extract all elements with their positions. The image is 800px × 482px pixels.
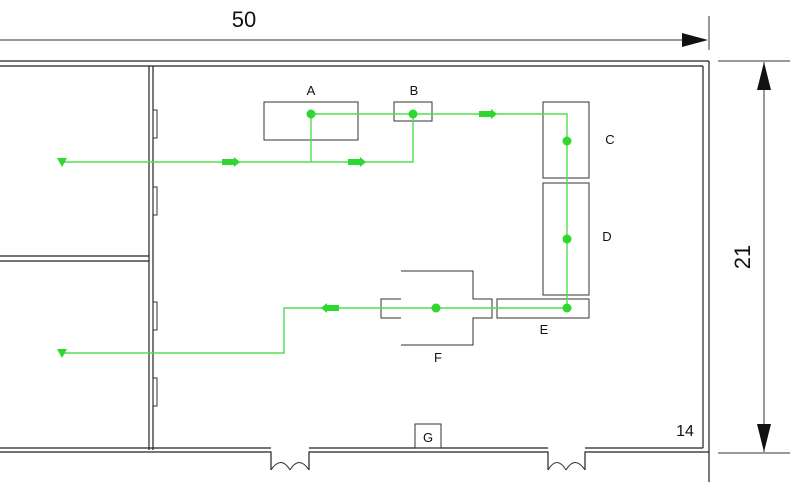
door-swing-left-b [289, 462, 310, 471]
station-f[interactable]: F [380, 270, 493, 365]
flow-arrow-3 [479, 109, 497, 119]
flow-end-marker [57, 349, 67, 358]
flow-arrow-1 [222, 157, 240, 167]
height-arrowhead-bottom [757, 424, 771, 452]
door-swing-left-a [270, 462, 291, 471]
station-f-label: F [434, 350, 442, 365]
station-a-label: A [307, 83, 316, 98]
room-number: 14 [676, 423, 694, 440]
flow-node-f [431, 303, 441, 313]
station-c-label: C [605, 132, 614, 147]
width-arrowhead [682, 33, 708, 47]
building-walls [0, 60, 710, 482]
material-flow [57, 109, 572, 358]
station-e[interactable]: E [496, 298, 590, 337]
height-dimension: 21 [718, 60, 790, 454]
flow-node-c [562, 136, 572, 146]
station-e-label: E [540, 322, 549, 337]
station-d[interactable]: D [542, 182, 612, 296]
height-label: 21 [730, 245, 755, 269]
station-g-label: G [423, 430, 433, 445]
height-arrowhead-top [757, 62, 771, 90]
width-label: 50 [232, 7, 256, 32]
flow-node-e [562, 303, 572, 313]
station-b-label: B [410, 83, 419, 98]
flow-start-marker [57, 158, 67, 167]
flow-node-a [306, 109, 316, 119]
width-dimension: 50 [0, 7, 710, 50]
flow-node-b [408, 109, 418, 119]
flow-arrow-2 [348, 157, 366, 167]
flow-arrow-4 [321, 303, 339, 313]
door-swing-right-b [565, 462, 586, 471]
bottom-doors [270, 462, 586, 471]
station-d-label: D [602, 229, 611, 244]
station-g[interactable]: G [414, 423, 442, 449]
station-c[interactable]: C [542, 101, 615, 179]
door-swing-right-a [547, 462, 567, 471]
flow-node-d [562, 234, 572, 244]
